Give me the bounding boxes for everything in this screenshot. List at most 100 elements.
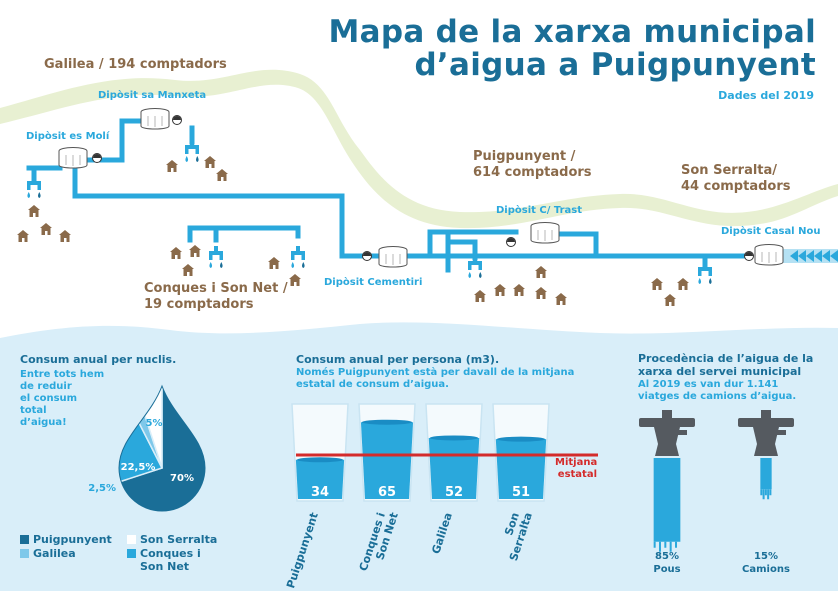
tap-icon	[27, 176, 41, 198]
water-stream-bar	[760, 458, 772, 490]
house-icon	[166, 160, 178, 172]
legend-label-galilea: Galilea	[33, 547, 76, 560]
pie-slice-puigpunyent	[119, 386, 205, 511]
glass-water-surface	[496, 436, 546, 442]
mean-label-line1: Mitjana	[555, 457, 598, 468]
source-category-label: Pous	[653, 564, 680, 575]
page-title-line2: d’aigua a Puigpunyent	[414, 47, 816, 83]
area-label-puigpunyent-line2: 614 comptadors	[473, 165, 592, 180]
supply-arrows	[782, 249, 838, 263]
legend-label-conques-line1: Conques i	[140, 547, 201, 560]
tank-casal-nou-icon	[754, 244, 784, 266]
house-icon	[268, 257, 280, 269]
glass-water-bar	[295, 459, 345, 499]
glasses-subtitle-line2: estatal de consum d’aigua.	[296, 379, 449, 390]
legend-swatch-son-serralta	[127, 535, 136, 544]
glass-value-label: 34	[311, 485, 329, 500]
page-subtitle: Dades del 2019	[718, 89, 814, 102]
house-icon	[59, 230, 71, 242]
house-icon	[535, 287, 547, 299]
house-icon	[17, 230, 29, 242]
house-icon	[677, 278, 689, 290]
pie-data-label: 22,5%	[121, 462, 156, 473]
source-percent-label: 15%	[754, 551, 778, 562]
house-icon	[494, 284, 506, 296]
legend-label-conques-line2: Son Net	[140, 560, 190, 573]
legend-label-conques: Conques i Son Net	[140, 547, 201, 573]
glass-water-surface	[296, 457, 344, 463]
legend-label-son-serralta: Son Serralta	[140, 533, 218, 546]
tap-icon	[291, 246, 305, 268]
source-category-label: Camions	[742, 564, 790, 575]
pie-data-label: 5%	[146, 418, 163, 429]
glass-water-surface	[429, 435, 479, 441]
pie-section-subtitle: Entre tots hem de reduir el consum total…	[20, 369, 104, 429]
tank-es-moli-icon	[58, 147, 88, 169]
house-icon	[204, 156, 216, 168]
glass-water-bar	[428, 437, 480, 499]
tank-cementiri-icon	[378, 246, 408, 268]
area-label-puigpunyent: Puigpunyent / 614 comptadors	[473, 149, 592, 181]
page-title: Mapa de la xarxa municipal d’aigua a Pui…	[328, 16, 816, 82]
area-label-son-serralta-line2: 44 comptadors	[681, 179, 791, 194]
tank-label-casal-nou: Dipòsit Casal Nou	[721, 226, 821, 237]
tank-sa-manxeta-icon	[140, 108, 170, 130]
bottom-panel	[0, 322, 838, 591]
house-icon	[474, 290, 486, 302]
glass-value-label: 52	[445, 485, 463, 500]
pie-subtitle-line: Entre tots hem	[20, 369, 105, 380]
pie-subtitle-line: total	[20, 405, 47, 416]
source-subtitle-line1: Al 2019 es van dur 1.141	[638, 379, 779, 390]
house-icon	[28, 205, 40, 217]
legend-swatch-galilea	[20, 549, 29, 558]
tank-label-sa-manxeta: Dipòsit sa Manxeta	[98, 90, 207, 101]
glasses-section-title: Consum anual per persona (m3).	[296, 353, 500, 366]
pie-slice-conques-i-son-net	[119, 386, 164, 507]
house-icon	[40, 223, 52, 235]
pie-section-title: Consum anual per nuclis.	[20, 353, 177, 366]
tap-icon	[698, 262, 712, 284]
mean-label-line2: estatal	[557, 469, 597, 480]
source-section-title: Procedència de l’aigua de la xarxa del s…	[638, 352, 813, 378]
water-stream-bar	[653, 458, 681, 542]
house-icon	[651, 278, 663, 290]
house-icon	[289, 274, 301, 286]
glass-water-bar	[360, 422, 414, 499]
area-label-son-serralta-line1: Son Serralta/	[681, 163, 778, 178]
glass-value-label: 65	[378, 485, 396, 500]
tank-label-cementiri: Dipòsit Cementiri	[324, 277, 423, 288]
source-percent-label: 85%	[655, 551, 679, 562]
area-label-son-serralta: Son Serralta/ 44 comptadors	[681, 163, 790, 195]
meter-gauge-icon	[506, 237, 516, 247]
tap-icon	[468, 256, 482, 278]
tap-icon	[185, 140, 199, 162]
house-icon	[513, 284, 525, 296]
legend-label-puigpunyent: Puigpunyent	[33, 533, 112, 546]
legend-swatch-puigpunyent	[20, 535, 29, 544]
area-label-galilea: Galilea / 194 comptadors	[44, 57, 227, 72]
meter-gauge-icon	[92, 153, 102, 163]
faucet-icon	[639, 410, 695, 456]
meter-gauge-icon	[362, 251, 372, 261]
house-icon	[664, 294, 676, 306]
tank-label-c-trast: Dipòsit C/ Trast	[496, 205, 583, 216]
tank-c-trast-icon	[530, 222, 560, 244]
tank-label-es-moli: Dipòsit es Molí	[26, 131, 110, 142]
meter-gauge-icon	[744, 251, 754, 261]
source-section-subtitle: Al 2019 es van dur 1.141 viatges de cami…	[638, 379, 796, 403]
house-icon	[170, 247, 182, 259]
house-icon	[182, 264, 194, 276]
house-icon	[535, 266, 547, 278]
pie-data-label: 2,5%	[88, 483, 116, 494]
glasses-section-subtitle: Només Puigpunyent està per davall de la …	[296, 367, 574, 391]
source-title-line2: xarxa del servei municipal	[638, 365, 802, 378]
area-label-conques-line1: Conques i Son Net /	[144, 281, 288, 296]
house-icon	[216, 169, 228, 181]
page-title-line1: Mapa de la xarxa municipal	[328, 14, 816, 50]
source-title-line1: Procedència de l’aigua de la	[638, 352, 814, 365]
tap-icon	[209, 246, 223, 268]
terrain-map	[0, 69, 838, 229]
pie-subtitle-line: de reduir	[20, 381, 72, 392]
area-label-puigpunyent-line1: Puigpunyent /	[473, 149, 576, 164]
